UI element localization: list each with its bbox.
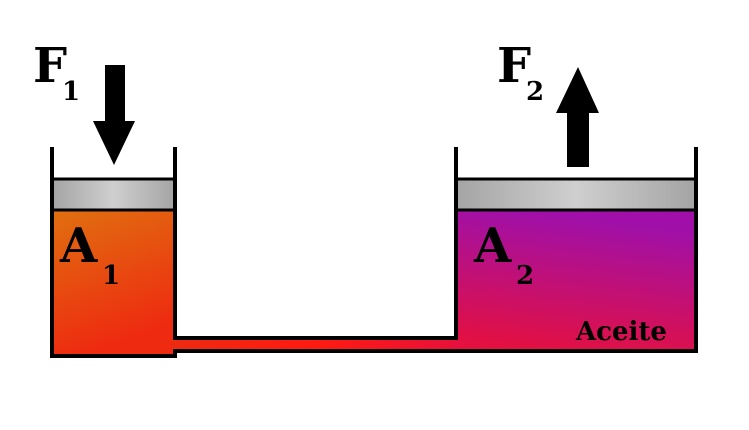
- force-left-label: F: [33, 38, 67, 94]
- area-left-subscript: 1: [102, 261, 120, 291]
- left-cylinder-fluid: [52, 210, 175, 354]
- pipe-fluid: [175, 338, 457, 352]
- force-left-subscript: 1: [62, 77, 80, 107]
- area-left-label: A: [59, 218, 98, 274]
- area-right-label: A: [473, 218, 512, 274]
- vessel-outline: [50, 147, 698, 358]
- force-right-subscript: 2: [526, 77, 544, 107]
- area-right-subscript: 2: [516, 261, 534, 291]
- left-piston: [50, 177, 177, 212]
- right-piston: [454, 177, 698, 212]
- arrow-down-icon: [93, 65, 135, 165]
- arrow-up-icon: [556, 67, 599, 167]
- force-right-label: F: [497, 38, 531, 94]
- right-cylinder-fluid: [456, 210, 696, 351]
- fluid-label: Aceite: [575, 317, 667, 347]
